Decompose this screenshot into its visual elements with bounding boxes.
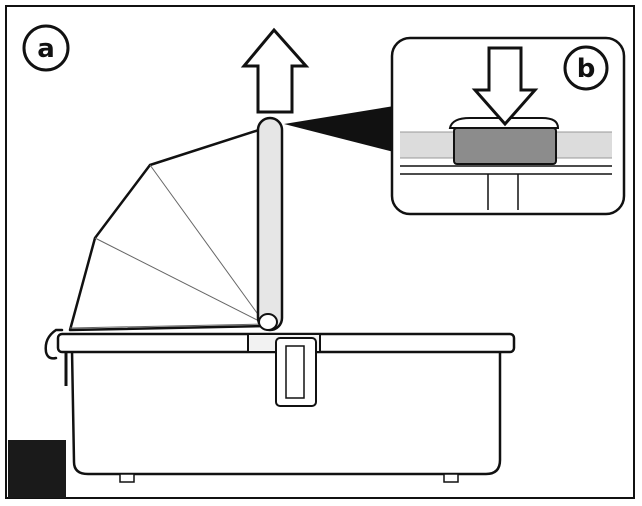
arrow-down-icon [471, 46, 539, 127]
step-a-badge: a [22, 24, 70, 72]
hood-canopy [68, 126, 270, 332]
corner-block [8, 440, 66, 498]
release-button [453, 127, 557, 165]
callout-pointer [284, 106, 394, 152]
carrycot-body [70, 348, 502, 483]
hood-pivot [258, 313, 278, 331]
hood-side-connector [247, 333, 321, 407]
step-b-badge: b [563, 45, 609, 91]
hood-frame-bar [256, 116, 284, 332]
detail-inset: b [390, 36, 626, 216]
step-b-label: b [577, 54, 596, 84]
left-handle-hook [44, 328, 68, 386]
arrow-up-icon [240, 27, 310, 114]
step-a-label: a [37, 34, 55, 64]
